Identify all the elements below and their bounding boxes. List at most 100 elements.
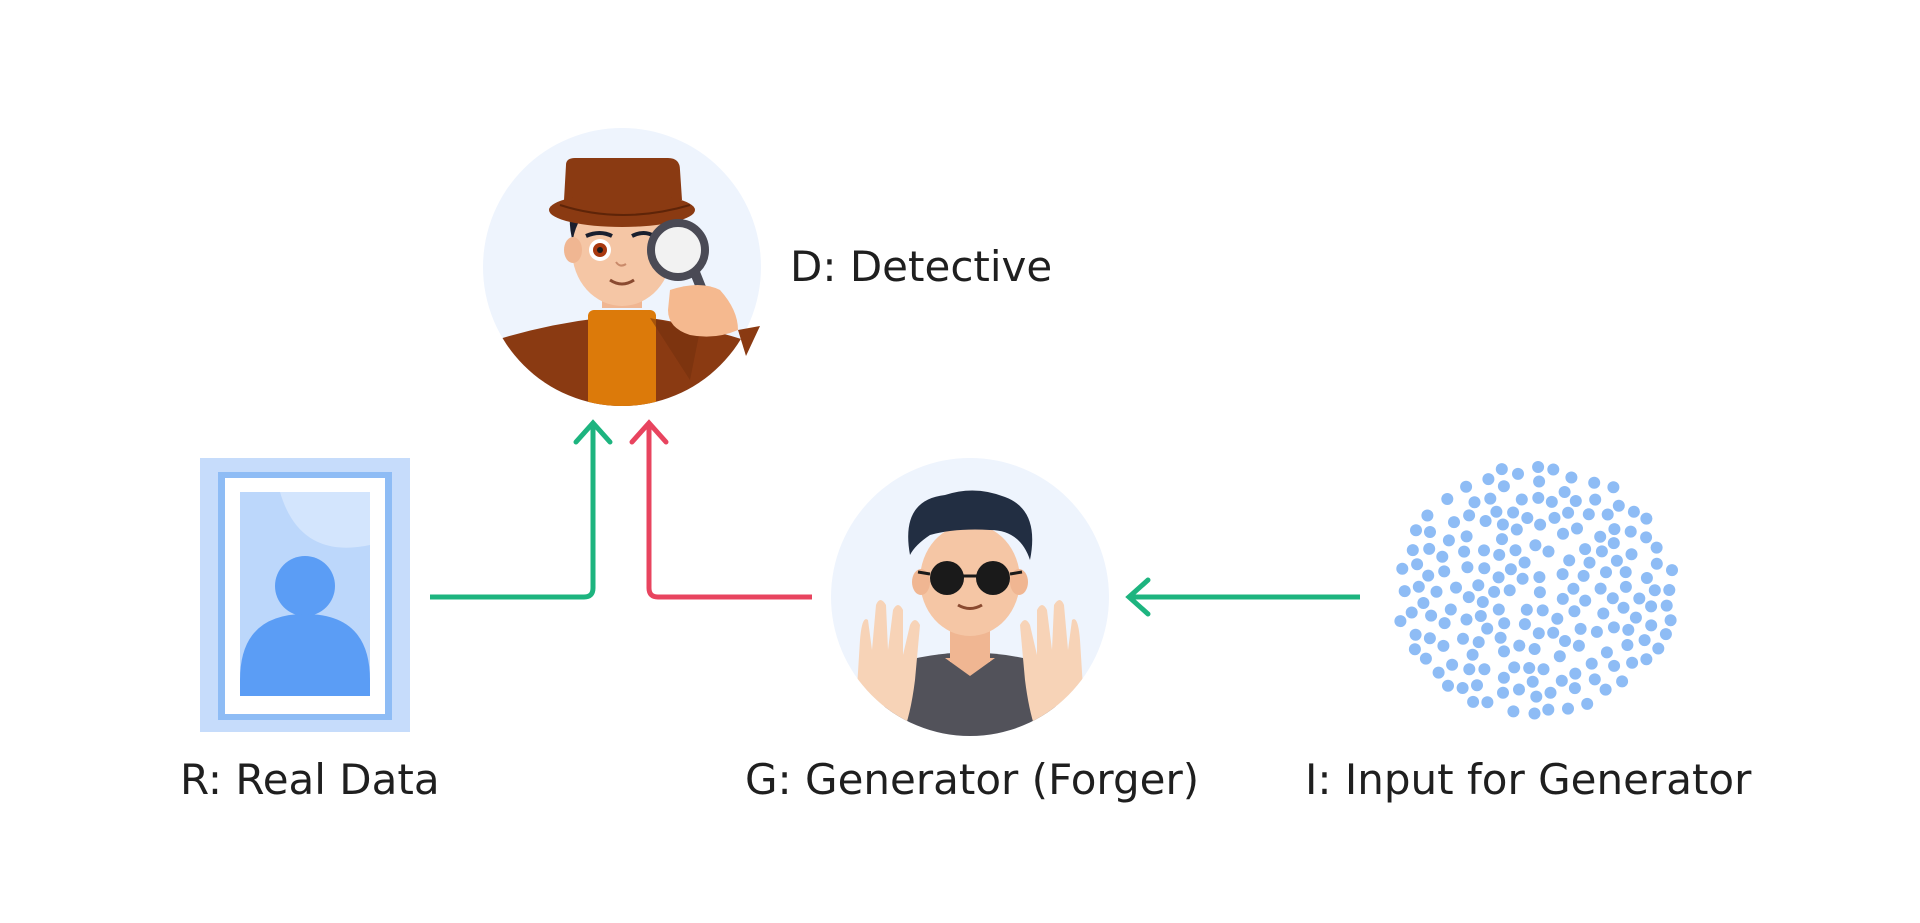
noise-dot (1533, 571, 1546, 584)
noise-dot (1425, 609, 1438, 622)
noise-dot (1572, 639, 1585, 652)
noise-dot (1495, 463, 1508, 476)
input-label: I: Input for Generator (1305, 755, 1752, 804)
noise-dot (1424, 526, 1436, 538)
noise-dot (1571, 522, 1583, 535)
noise-dot (1438, 565, 1451, 578)
noise-dot (1437, 639, 1450, 652)
noise-dot (1621, 639, 1634, 651)
noise-dot (1574, 622, 1587, 635)
noise-dot (1568, 682, 1581, 695)
detective-icon (483, 128, 761, 406)
real-data-label: R: Real Data (180, 755, 440, 804)
noise-dot (1468, 496, 1481, 509)
noise-dot (1607, 537, 1620, 550)
noise-dot (1492, 603, 1505, 616)
noise-dot (1533, 475, 1546, 488)
noise-dot (1627, 505, 1640, 518)
noise-dot (1478, 544, 1490, 557)
noise-dot (1608, 659, 1621, 672)
noise-dot (1588, 673, 1601, 686)
noise-dot (1558, 486, 1571, 498)
noise-dot (1606, 592, 1619, 605)
noise-dot (1629, 611, 1642, 624)
noise-dot (1494, 631, 1507, 644)
noise-dot (1559, 635, 1571, 647)
noise-dot (1396, 562, 1409, 575)
noise-dot (1666, 564, 1678, 577)
noise-dot (1481, 696, 1494, 709)
noise-dot (1478, 562, 1491, 575)
noise-dot (1532, 491, 1545, 504)
noise-dot (1479, 515, 1492, 527)
noise-dot (1530, 690, 1543, 703)
noise-dot (1590, 625, 1603, 638)
noise-dot (1638, 634, 1651, 647)
noise-dot (1599, 683, 1612, 696)
noise-dot (1412, 580, 1425, 593)
noise-dot (1467, 695, 1480, 708)
noise-dot (1551, 612, 1564, 625)
noise-dot (1640, 531, 1653, 544)
generator-label: G: Generator (Forger) (745, 755, 1200, 804)
noise-dot (1456, 682, 1469, 694)
noise-dot (1607, 621, 1620, 634)
noise-dot (1474, 610, 1487, 622)
noise-dot (1463, 663, 1476, 676)
noise-dot (1488, 585, 1501, 598)
noise-dot (1513, 639, 1526, 652)
noise-dot (1588, 476, 1601, 489)
noise-dot (1600, 566, 1612, 579)
noise-dot (1533, 586, 1546, 599)
noise-dot (1457, 632, 1469, 645)
noise-dot (1547, 463, 1560, 476)
noise-dot (1496, 518, 1509, 531)
noise-dot (1608, 523, 1621, 536)
noise-dot (1650, 541, 1663, 554)
noise-dot (1582, 508, 1595, 521)
noise-dot (1463, 509, 1476, 522)
noise-dot (1660, 599, 1673, 612)
noise-dot (1513, 683, 1525, 696)
noise-dot (1562, 506, 1575, 519)
real-data-picture-icon (200, 458, 410, 732)
noise-dot (1663, 584, 1676, 596)
noise-dot (1472, 636, 1485, 649)
noise-dot (1507, 506, 1520, 519)
noise-dot (1497, 671, 1510, 684)
noise-dot (1460, 530, 1473, 543)
noise-dot (1521, 512, 1534, 524)
noise-dot (1585, 657, 1598, 670)
noise-dot (1497, 480, 1510, 493)
noise-dot (1446, 658, 1459, 671)
noise-dot (1466, 648, 1479, 661)
noise-dot (1492, 571, 1505, 584)
noise-dot (1421, 509, 1434, 522)
real-to-detective-arrow (430, 419, 613, 600)
noise-dot (1419, 652, 1432, 665)
noise-dot (1664, 614, 1677, 627)
noise-dot (1542, 703, 1555, 716)
noise-dot (1648, 584, 1661, 597)
noise-dot (1548, 511, 1561, 524)
noise-dot (1518, 618, 1531, 631)
noise-dot (1460, 480, 1473, 493)
noise-dot (1616, 675, 1629, 688)
noise-dot (1405, 606, 1418, 619)
noise-dot (1607, 481, 1620, 494)
noise-dot (1493, 548, 1506, 561)
noise-dot (1423, 542, 1436, 555)
noise-dot (1624, 525, 1637, 538)
noise-dot (1507, 705, 1520, 718)
noise-dot (1569, 667, 1582, 680)
noise-dot (1410, 524, 1422, 537)
noise-dot (1497, 686, 1509, 699)
noise-dot (1595, 545, 1608, 558)
input-to-generator-arrow (1125, 577, 1360, 617)
noise-dot (1417, 597, 1430, 609)
noise-dot (1432, 666, 1445, 679)
noise-dot (1438, 617, 1451, 630)
noise-dot (1610, 554, 1623, 567)
noise-dot (1562, 702, 1574, 715)
